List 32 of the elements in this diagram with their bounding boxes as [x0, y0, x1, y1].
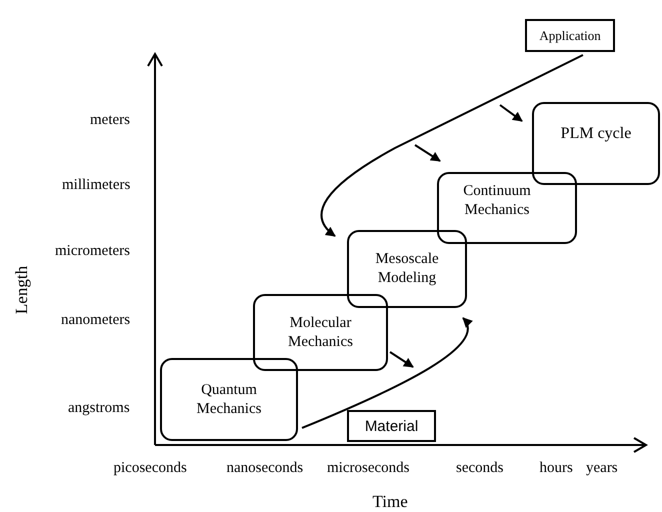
tick-label: nanoseconds — [226, 460, 304, 477]
tick-label: nanometers — [61, 312, 130, 329]
box-label: Molecular Mechanics — [287, 314, 354, 352]
tick-label: micrometers — [55, 243, 130, 260]
box-label: Application — [538, 27, 602, 45]
arrow — [389, 351, 414, 368]
tick-label: hours — [540, 460, 573, 477]
rounded-box — [347, 230, 467, 308]
tick-label: microseconds — [327, 460, 410, 477]
arrow — [414, 144, 441, 162]
rounded-box — [437, 172, 577, 244]
arrow — [302, 317, 472, 429]
label-box — [347, 410, 436, 442]
rounded-box — [532, 102, 660, 185]
rounded-box — [253, 294, 388, 371]
box-label: Continuum Mechanics — [462, 182, 532, 220]
box-label: Quantum Mechanics — [196, 380, 262, 418]
tick-label: millimeters — [62, 177, 130, 194]
box-label: PLM cycle — [560, 124, 632, 143]
tick-label: picoseconds — [114, 460, 187, 477]
box-label: Mesoscale Modeling — [374, 250, 440, 288]
axis-title: Length — [12, 266, 32, 314]
rounded-box — [160, 358, 298, 441]
axis-title: Time — [372, 492, 408, 512]
tick-label: angstroms — [68, 400, 130, 417]
arrow — [499, 104, 523, 122]
tick-label: meters — [90, 112, 130, 129]
box-label: Material — [364, 416, 420, 436]
tick-label: seconds — [456, 460, 504, 477]
tick-label: years — [586, 460, 618, 477]
arrow — [320, 54, 584, 237]
label-box — [525, 19, 615, 52]
